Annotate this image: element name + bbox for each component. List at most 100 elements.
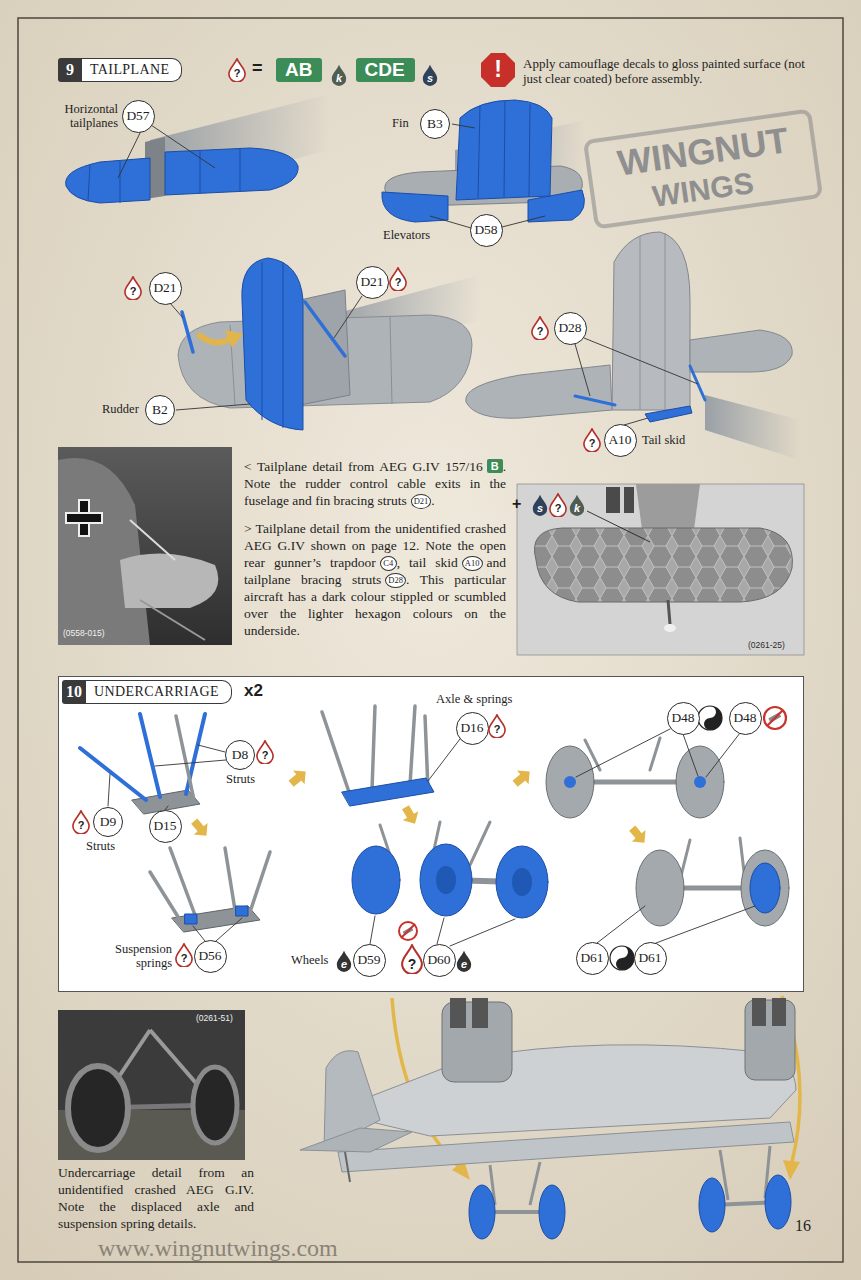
callout-number: D61 (576, 942, 609, 975)
rudder-illustration (262, 262, 263, 420)
callout-number: D58 (470, 214, 503, 247)
undercarriage-illustration (170, 848, 195, 915)
aircraft-illustration (772, 998, 786, 1026)
callout-number: D61 (634, 942, 667, 975)
part-label: Axle & springs (436, 692, 512, 707)
inline-scheme-tag: B (487, 459, 503, 473)
decal-option-drop: ? (72, 810, 90, 834)
undercarriage-illustration (352, 846, 400, 914)
drop-letter: ? (72, 820, 90, 831)
undercarriage-illustration (250, 852, 270, 912)
direction-arrow (187, 815, 213, 841)
callout-number: D8 (225, 740, 255, 770)
direction-arrow (285, 765, 311, 791)
drop-letter: ? (228, 68, 246, 79)
undercarriage-illustration (656, 906, 755, 943)
part-label: Horizontal tailplanes (48, 102, 118, 130)
drop-letter: ? (583, 438, 601, 449)
drop-letter: e (456, 959, 472, 970)
rudder-illustration (305, 302, 345, 356)
callout-text: D48 (733, 711, 756, 725)
undercarriage-illustration (428, 739, 460, 781)
direction-arrow (625, 822, 651, 848)
fin-illustration (529, 104, 530, 197)
quantity: x2 (244, 681, 263, 701)
decal-option-drop: ? (549, 493, 567, 517)
scheme-tag: CDE (356, 58, 415, 82)
aircraft-illustration (765, 1175, 791, 1229)
part-label: Fin (392, 116, 409, 131)
section-panel-ground (58, 676, 804, 992)
decal-option-drop: ? (228, 58, 246, 82)
section-title: UNDERCARRIAGE (86, 680, 232, 704)
watermark-stamp-frame (585, 111, 821, 228)
aircraft-illustration (752, 998, 766, 1026)
undercarriage-illustration (546, 746, 594, 818)
drop-outline (489, 715, 505, 738)
callout-number: D16 (456, 712, 489, 745)
fin-illustration (456, 100, 552, 200)
undercarriage-illustration (750, 863, 780, 913)
photo (68, 1066, 128, 1150)
tail-skid-illustration (645, 406, 692, 422)
undercarriage-illustration (636, 850, 684, 926)
callout-number: D48 (667, 702, 700, 735)
drop-letter: ? (401, 957, 423, 971)
tailplane-illustration (240, 148, 241, 191)
inline-callout: D21 (411, 494, 432, 509)
photo (606, 487, 620, 513)
photo (664, 624, 676, 632)
section-title: TAILPLANE (82, 58, 182, 82)
inline-callout: D28 (385, 573, 406, 588)
glue-symbol (610, 706, 722, 970)
photo (140, 600, 205, 640)
drop-letter: ? (124, 286, 142, 297)
no-glue-symbol (399, 922, 417, 940)
callout-number: D59 (353, 944, 386, 977)
tail-skid-illustration (612, 232, 690, 410)
undercarriage-illustration (370, 916, 375, 944)
glue-symbol (616, 946, 634, 970)
drop-outline (457, 951, 471, 972)
undercarriage-illustration (683, 734, 698, 776)
watermark-url: www.wingnutwings.com (98, 1236, 338, 1260)
drop-letter: s (532, 503, 548, 514)
drop-outline (332, 65, 346, 86)
aircraft-illustration (472, 998, 488, 1028)
drop-letter: e (336, 959, 352, 970)
drop-letter: k (331, 73, 347, 84)
photo (58, 447, 232, 645)
part-label: Rudder (102, 402, 139, 417)
rudder-illustration (198, 334, 230, 343)
undercarriage-illustration (410, 706, 415, 785)
aircraft-illustration (530, 1162, 540, 1205)
page-number: 16 (795, 1216, 811, 1235)
undercarriage-illustration (225, 848, 235, 910)
tail-skid-illustration (690, 366, 705, 400)
callout-text: D16 (460, 721, 483, 735)
photo (80, 514, 88, 522)
photo-caption: < Tailplane detail from AEG G.IV 157/16 (244, 459, 483, 474)
paint-drop: k (569, 494, 585, 516)
tail-skid-illustration (466, 232, 800, 460)
drop-outline (229, 59, 245, 82)
photo-caption: . (431, 493, 434, 508)
callout-text: D60 (427, 953, 450, 967)
photo (624, 487, 634, 513)
callout-text: D9 (100, 815, 117, 829)
paint-drop: e (336, 950, 352, 972)
aircraft-illustration (783, 1160, 800, 1180)
callout-text: D21 (360, 275, 383, 289)
part-label: Tail skid (642, 433, 685, 448)
undercarriage-illustration (140, 714, 160, 797)
rudder-illustration (300, 290, 350, 405)
tailplane-illustration (88, 165, 90, 201)
photo (193, 1067, 237, 1143)
callout-number: D15 (149, 810, 182, 843)
fin-illustration (430, 216, 471, 228)
drop-outline (533, 495, 547, 516)
drop-letter: ? (531, 326, 549, 337)
direction-arrow (398, 803, 423, 828)
undercarriage-illustration (676, 746, 724, 818)
